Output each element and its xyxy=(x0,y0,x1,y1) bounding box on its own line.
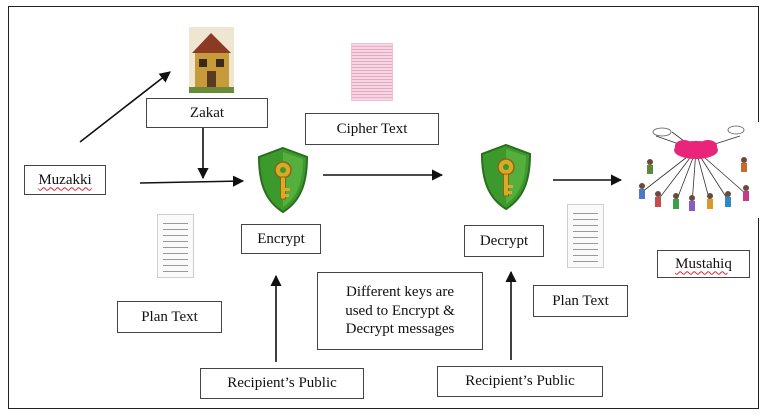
plain-text-document-icon xyxy=(157,214,194,278)
house-icon xyxy=(189,27,234,93)
people-network-icon xyxy=(632,122,760,218)
plain-text-document-icon xyxy=(567,204,604,268)
note-box: Different keys are used to Encrypt & Dec… xyxy=(317,272,483,350)
encrypt-label: Encrypt xyxy=(241,224,321,254)
note-line-2: used to Encrypt & xyxy=(345,302,455,319)
plan-text-right-label: Plan Text xyxy=(533,285,628,317)
recipient-public-right-label: Recipient’s Public xyxy=(437,366,603,397)
arrow-muzakki-to-encrypt xyxy=(139,175,245,187)
arrow-muzakki-to-zakat xyxy=(79,71,171,143)
note-line-1: Different keys are xyxy=(345,283,454,300)
cipher-document-icon xyxy=(351,43,393,101)
zakat-label: Zakat xyxy=(146,98,268,128)
cipher-text-label: Cipher Text xyxy=(305,113,439,145)
plan-text-left-label: Plan Text xyxy=(117,301,222,333)
muzakki-label: Muzakki xyxy=(24,165,106,195)
note-line-3: Decrypt messages xyxy=(345,321,455,338)
decrypt-label: Decrypt xyxy=(464,225,544,257)
recipient-public-left-label: Recipient’s Public xyxy=(200,368,364,399)
mustahiq-label: Mustahiq xyxy=(657,250,750,278)
shield-key-icon xyxy=(257,146,309,214)
shield-key-icon xyxy=(480,143,532,211)
